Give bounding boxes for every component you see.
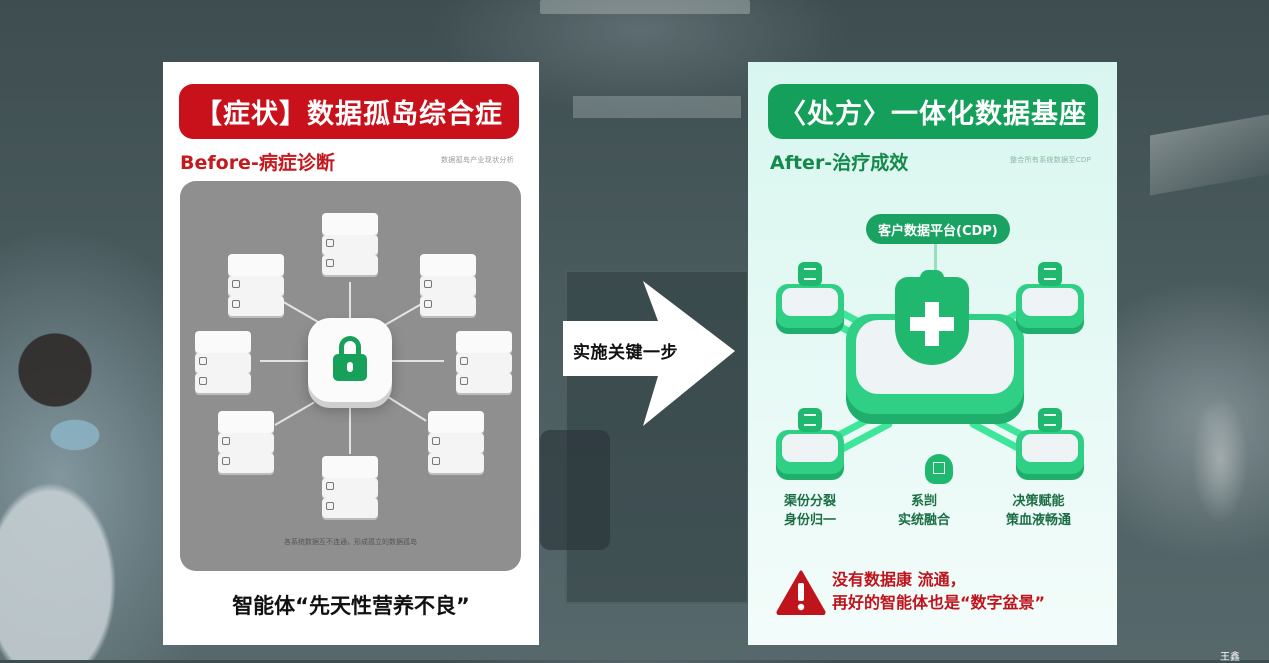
system-node <box>776 284 844 328</box>
after-subtitle: After-治疗成效 <box>770 152 909 174</box>
broken-connector <box>260 360 310 362</box>
transition-arrow: 实施关键一步 <box>563 276 735 426</box>
broken-connector <box>279 299 320 324</box>
broken-connector <box>349 282 351 320</box>
feature-line: 策血液畅通 <box>1006 513 1072 528</box>
arrow-label: 实施关键一步 <box>573 343 678 363</box>
database-icon <box>798 408 822 432</box>
database-icon <box>428 411 484 473</box>
broken-connector <box>349 404 351 454</box>
after-panel: 〈处方〉一体化数据基座 After-治疗成效 整合所有系统数据至CDP 客户数据… <box>748 62 1117 645</box>
document-icon <box>1038 262 1062 286</box>
medical-cross-icon <box>910 317 954 331</box>
malnutrition-statement: 智能体“先天性营养不良” <box>232 594 470 618</box>
system-node <box>776 430 844 474</box>
system-integration-icon <box>925 454 953 484</box>
feature-line: 实统融合 <box>898 513 951 528</box>
corner-watermark: 王鑫 <box>1220 652 1240 663</box>
tiny-note: 数据孤岛产业现状分析 <box>441 156 514 164</box>
background-chair <box>540 430 610 550</box>
wall-lamp <box>1150 114 1269 196</box>
database-icon <box>322 213 378 275</box>
background-microscope <box>1160 340 1269 600</box>
database-icon <box>322 456 378 518</box>
feature-systems: 系剀 实统融合 <box>898 492 950 530</box>
warning-message: 没有数据康 流通， 再好的智能体也是“数字盆景” <box>832 568 1045 614</box>
broken-connector <box>387 396 427 422</box>
cdp-label: 客户数据平台(CDP) <box>866 214 1010 244</box>
feature-line: 渠份分裂 <box>784 494 837 509</box>
feature-line: 身份归一 <box>784 513 837 528</box>
before-panel: 【症状】数据孤岛综合症 Before-病症诊断 数据孤岛产业现状分析 各系统数据… <box>163 62 539 645</box>
prescription-title-banner: 〈处方〉一体化数据基座 <box>768 84 1098 139</box>
warning-triangle-icon <box>776 569 826 616</box>
database-icon <box>420 254 476 316</box>
warning-line: 没有数据康 流通， <box>832 570 966 589</box>
document-icon <box>798 262 822 286</box>
database-icon <box>228 254 284 316</box>
broken-connector <box>274 401 315 426</box>
feature-identity: 渠份分裂 身份归一 <box>784 492 836 530</box>
feature-line: 决策赋能 <box>1012 494 1065 509</box>
ceiling-light <box>573 96 741 118</box>
tiny-note: 整合所有系统数据至CDP <box>1010 156 1092 164</box>
database-icon <box>456 331 512 393</box>
locked-hub <box>308 318 392 402</box>
cdp-connector <box>934 244 937 278</box>
database-icon <box>1038 408 1062 432</box>
ceiling-light <box>540 0 750 14</box>
database-icon <box>218 411 274 473</box>
database-icon <box>195 331 251 393</box>
feature-decision: 决策赋能 策血液畅通 <box>1006 492 1071 530</box>
background-scientist <box>0 315 165 660</box>
diagram-caption: 各系统数据互不连通，形成孤立的数据孤岛 <box>284 538 417 546</box>
feature-line: 系剀 <box>911 494 938 509</box>
before-subtitle: Before-病症诊断 <box>180 152 335 174</box>
broken-connector <box>392 360 444 362</box>
right-arrow-icon <box>563 281 735 426</box>
lock-icon <box>339 336 361 358</box>
data-silo-diagram: 各系统数据互不连通，形成孤立的数据孤岛 <box>180 181 521 571</box>
system-node <box>1016 430 1084 474</box>
symptom-title-banner: 【症状】数据孤岛综合症 <box>179 84 519 139</box>
warning-line: 再好的智能体也是“数字盆景” <box>832 593 1046 612</box>
system-node <box>1016 284 1084 328</box>
keyhole <box>347 362 353 372</box>
